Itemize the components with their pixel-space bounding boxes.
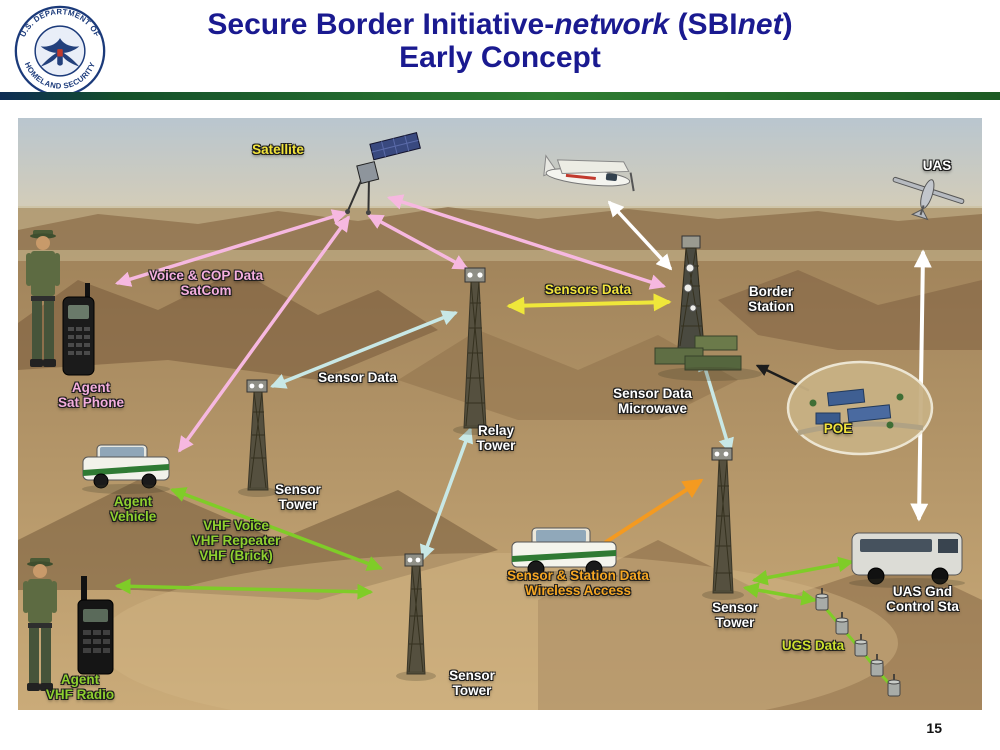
diagram-canvas (18, 118, 982, 710)
dhs-seal-logo: U.S. DEPARTMENT OF HOMELAND SECURITY (14, 5, 106, 97)
slide-header: U.S. DEPARTMENT OF HOMELAND SECURITY Sec… (0, 0, 1000, 100)
arrow-wireless-access (604, 478, 704, 544)
arrow-satcom-relay-tower (367, 214, 469, 270)
title-line2: Early Concept (399, 41, 601, 74)
sbinet-concept-diagram: Satellite UAS Voice & COP Data SatCom Ag… (18, 118, 982, 710)
link-arrows (114, 194, 932, 692)
satellite-graphic (345, 132, 421, 216)
header-divider (0, 92, 1000, 100)
arrow-satcom-agent-vehicle (178, 215, 350, 453)
eagle-shield (57, 49, 63, 57)
arrow-relay-left-tower (270, 310, 458, 389)
sensor-tower-bottom-graphic (396, 553, 436, 681)
arrow-aircraft-border-station (607, 200, 673, 271)
uas-graphic (892, 176, 965, 221)
poe-graphic (786, 360, 934, 456)
dhs-seal-graphic: U.S. DEPARTMENT OF HOMELAND SECURITY (14, 5, 106, 97)
sensor-tower-right-graphic (702, 447, 744, 600)
agent-vehicle-graphic (82, 444, 170, 494)
agent-vhf-radio-graphic (23, 558, 57, 691)
page-number: 15 (926, 720, 942, 736)
arrow-satcom-border-station (387, 194, 666, 290)
arrow-tower-ugs (742, 582, 818, 606)
relay-tower-graphic (453, 267, 497, 435)
arrow-tower-uas-gnd (751, 556, 855, 586)
uas-gnd-van-graphic (849, 532, 965, 588)
aircraft-graphic (543, 154, 635, 192)
vhf-radio-graphic (77, 576, 114, 675)
border-station-graphic (654, 235, 762, 381)
title-line1: Secure Border Initiative-network (SBInet… (207, 8, 793, 41)
ugs-sensors-graphic (815, 588, 901, 697)
sensor-tower-left-graphic (238, 379, 278, 497)
arrow-relay-bottom-tower (419, 427, 474, 561)
arrow-sensors-data (506, 293, 672, 315)
arrow-microwave-right-tower (698, 354, 734, 455)
agent-sat-phone-graphic (26, 230, 60, 367)
wireless-vehicle-graphic (510, 527, 618, 581)
sat-phone-graphic (62, 283, 95, 376)
slide-title: Secure Border Initiative-network (SBInet… (0, 8, 1000, 74)
arrow-vhf-radio-tower (114, 578, 374, 600)
arrow-vhf-vehicle-tower (170, 487, 383, 571)
